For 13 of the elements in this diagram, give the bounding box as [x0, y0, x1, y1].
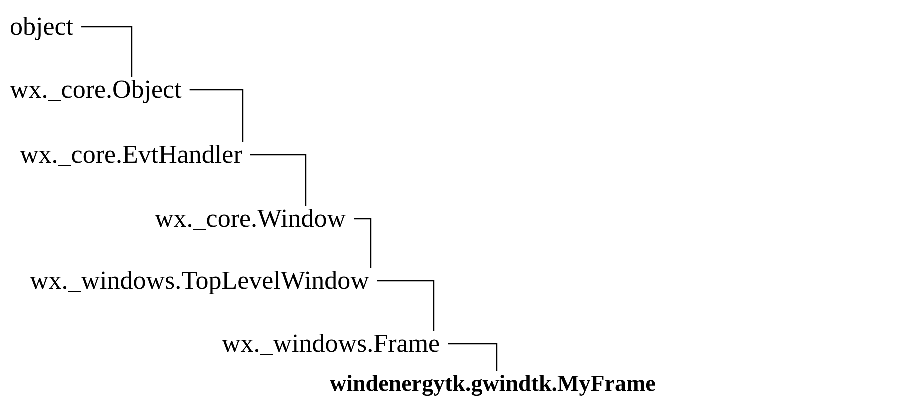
class-name: object — [10, 12, 74, 42]
connector-line — [354, 218, 372, 268]
class-name: wx._windows.TopLevelWindow — [30, 266, 370, 296]
connector-line — [82, 26, 133, 77]
connector-line — [448, 343, 498, 371]
connector-line — [250, 154, 307, 206]
class-name: wx._windows.Frame — [222, 329, 440, 359]
class-name: wx._core.EvtHandler — [20, 140, 242, 170]
connector-line — [377, 280, 435, 331]
class-name: windenergytk.gwindtk.MyFrame — [330, 369, 656, 399]
class-name: wx._core.Window — [155, 204, 346, 234]
connector-line — [190, 89, 244, 142]
class-name: wx._core.Object — [10, 75, 182, 105]
